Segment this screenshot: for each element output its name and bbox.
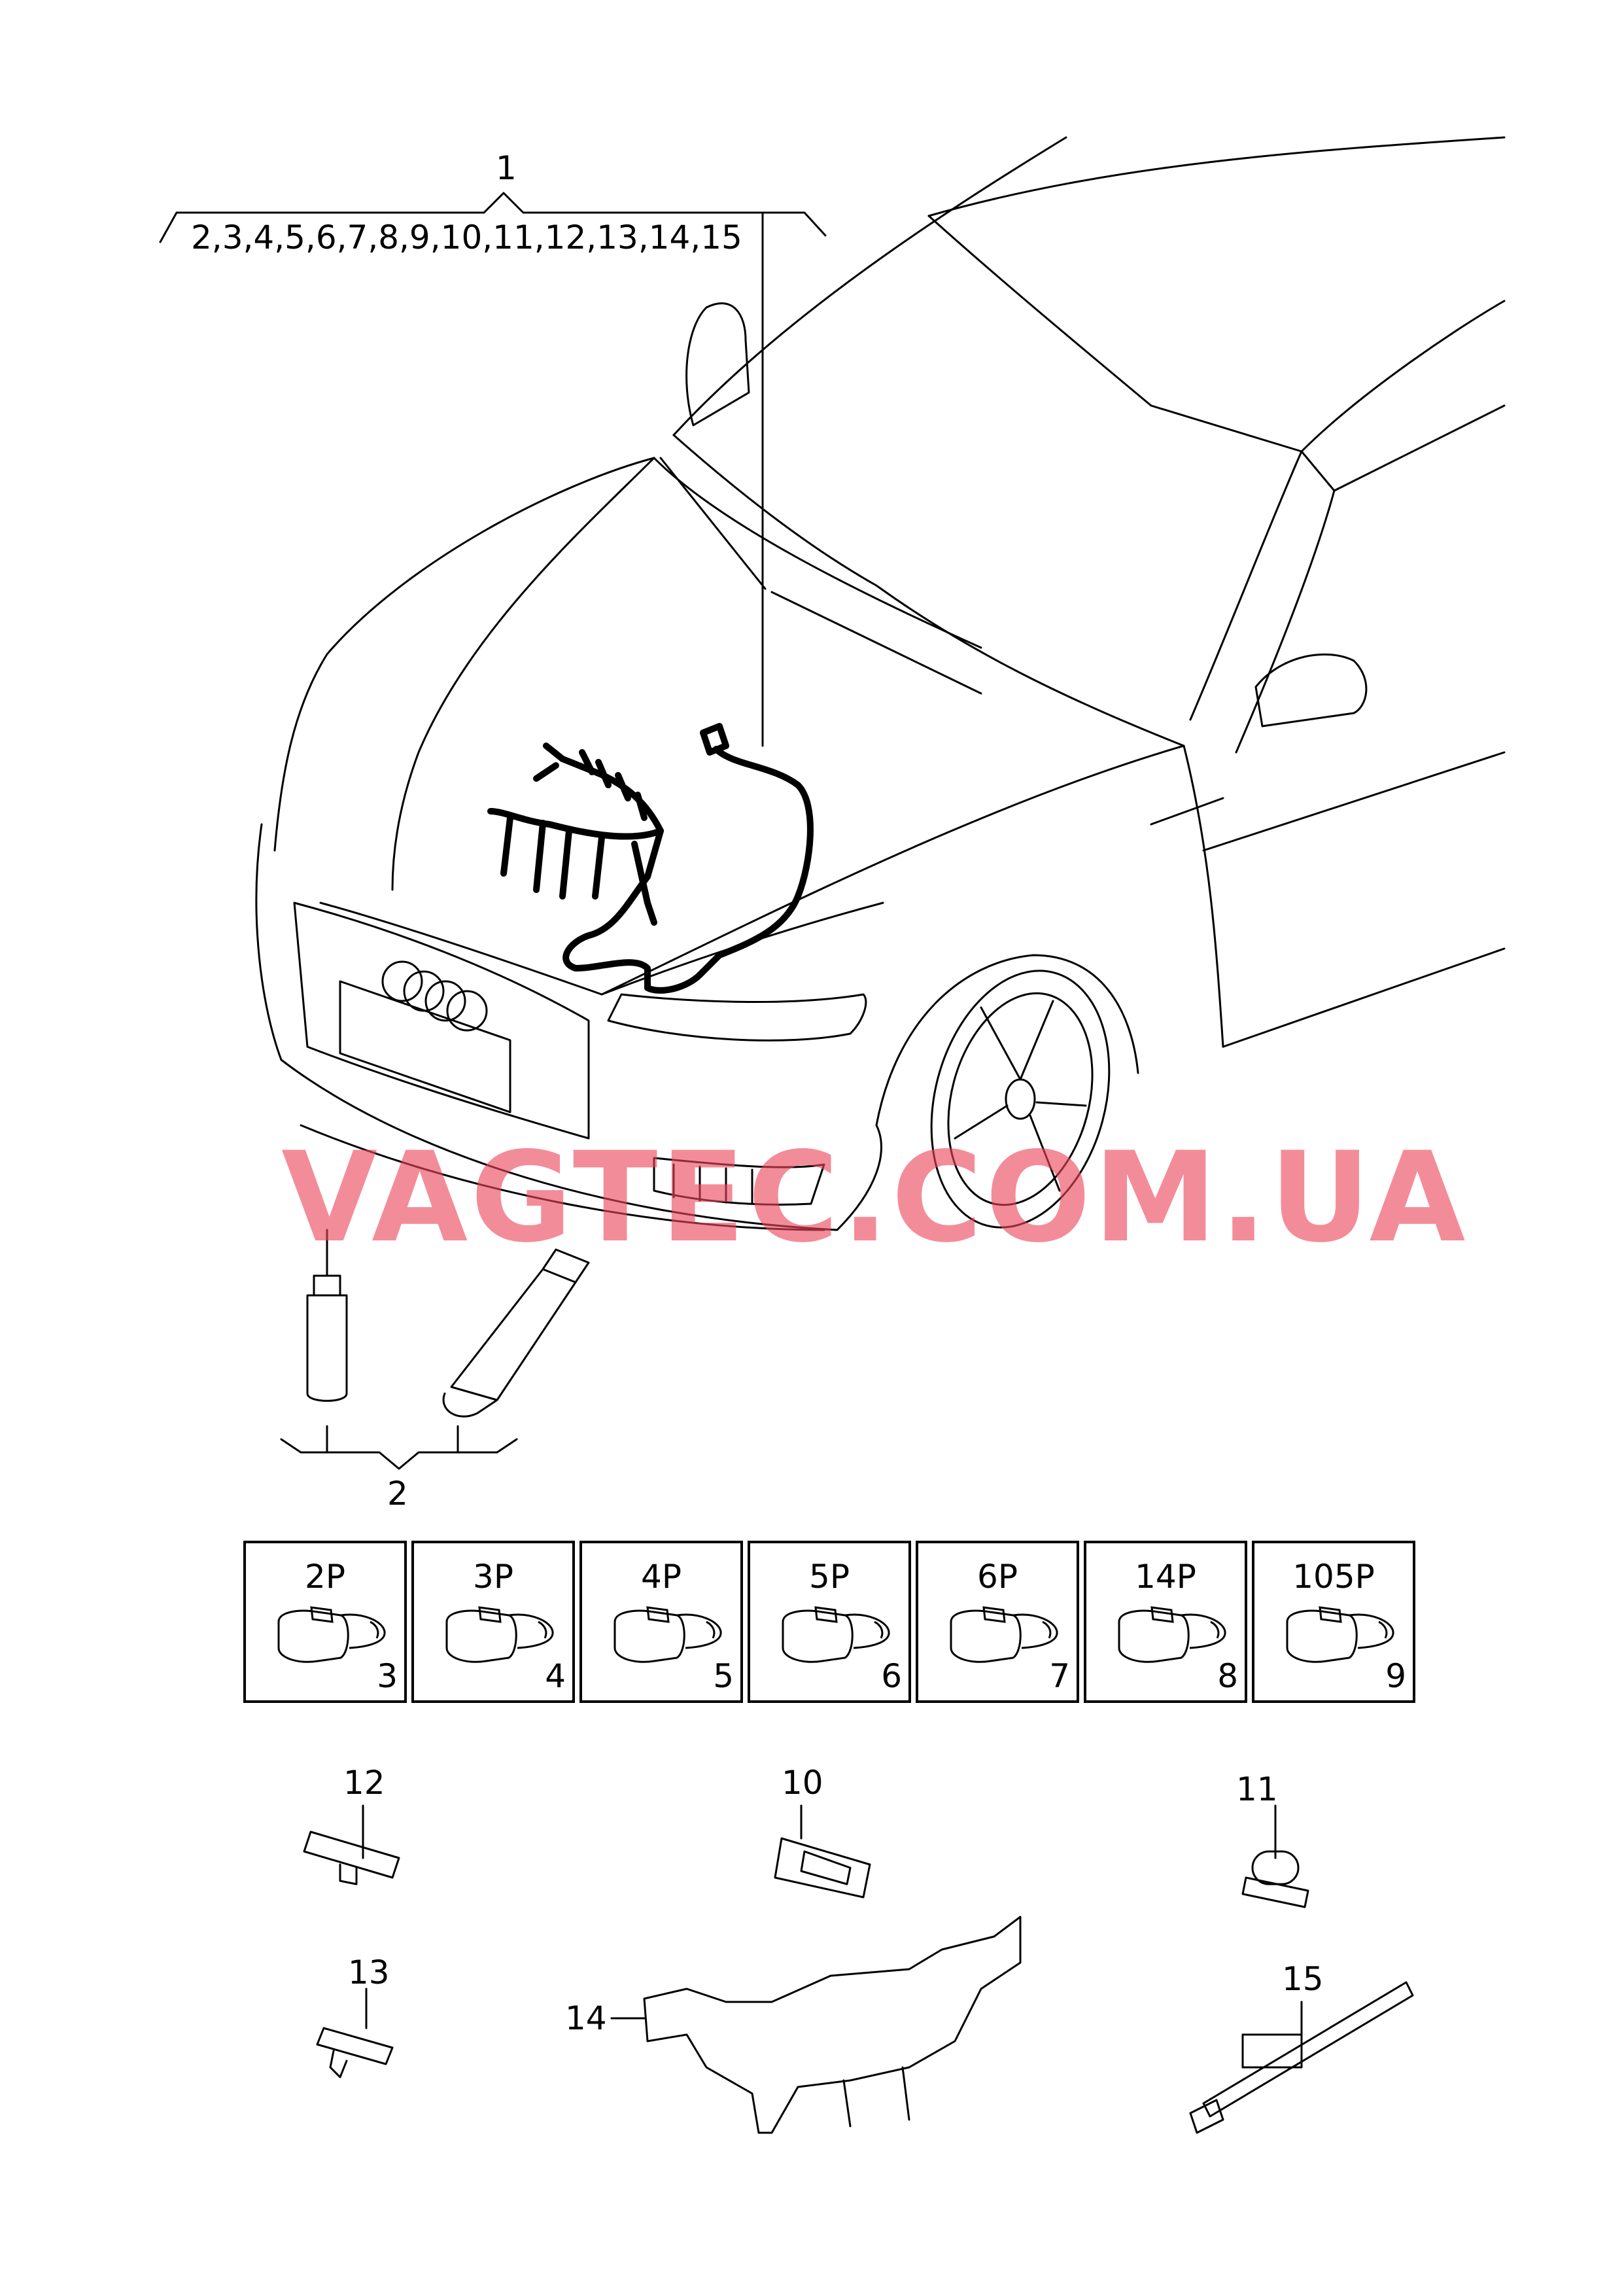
- connector-part-number: 9: [1385, 1657, 1406, 1695]
- clip-13: [316, 1988, 394, 2078]
- connector-pin-label: 4P: [641, 1558, 682, 1596]
- connector-part-number: 6: [881, 1657, 902, 1695]
- connector-pin-label: 6P: [977, 1558, 1018, 1596]
- connector-box: 14P 8: [1084, 1541, 1247, 1703]
- clip-11: [1241, 1804, 1309, 1908]
- connector-housing-icon: [445, 1606, 554, 1663]
- callout-clip-13: 13: [348, 1953, 390, 1991]
- callout-clip-10: 10: [782, 1764, 823, 1802]
- bracket-14: [610, 1916, 1022, 2134]
- callout-main-number: 1: [496, 149, 517, 187]
- connector-box: 105P 9: [1252, 1541, 1415, 1703]
- connector-pin-label: 105P: [1292, 1558, 1375, 1596]
- connector-box: 2P 3: [243, 1541, 407, 1703]
- connector-part-number: 8: [1217, 1657, 1238, 1695]
- connector-box: 4P 5: [579, 1541, 743, 1703]
- connector-pin-label: 2P: [305, 1558, 345, 1596]
- wiring-harness: [487, 723, 814, 994]
- connector-housing-icon: [950, 1606, 1058, 1663]
- clip-10: [774, 1804, 871, 1899]
- callout-clip-11: 11: [1236, 1770, 1278, 1808]
- extraction-tool-2: [442, 1248, 590, 1418]
- connector-pin-label: 3P: [473, 1558, 513, 1596]
- connector-part-number: 4: [545, 1657, 566, 1695]
- connector-box: 6P 7: [916, 1541, 1079, 1703]
- callout-bracket-14: 14: [565, 1999, 607, 2037]
- callout-main-subparts: 2,3,4,5,6,7,8,9,10,11,12,13,14,15: [191, 219, 742, 256]
- connector-part-number: 5: [713, 1657, 734, 1695]
- extraction-tool-1: [306, 1229, 348, 1402]
- clip-12: [303, 1804, 400, 1885]
- connector-housing-icon: [1286, 1606, 1394, 1663]
- connector-housing-icon: [613, 1606, 722, 1663]
- callout-tie-15: 15: [1282, 1960, 1324, 1998]
- callout-clip-12: 12: [343, 1764, 385, 1802]
- tools-callout-bracket: [280, 1425, 518, 1470]
- connector-part-number: 3: [377, 1657, 398, 1695]
- connector-box: 5P 6: [748, 1541, 911, 1703]
- connector-box: 3P 4: [411, 1541, 575, 1703]
- connector-housing-icon: [277, 1606, 386, 1663]
- car-body-outline: [255, 136, 1506, 1231]
- connector-housing-icon: [782, 1606, 890, 1663]
- connector-pin-label: 14P: [1135, 1558, 1196, 1596]
- connector-pin-label: 5P: [809, 1558, 850, 1596]
- watermark: VAGTEC.COM.UA: [281, 1125, 1468, 1270]
- cable-tie-15: [1189, 1981, 1414, 2134]
- connector-housing-icon: [1118, 1606, 1226, 1663]
- connector-part-number: 7: [1049, 1657, 1070, 1695]
- main-callout-bracket: [159, 192, 827, 747]
- callout-tools-number: 2: [387, 1475, 408, 1513]
